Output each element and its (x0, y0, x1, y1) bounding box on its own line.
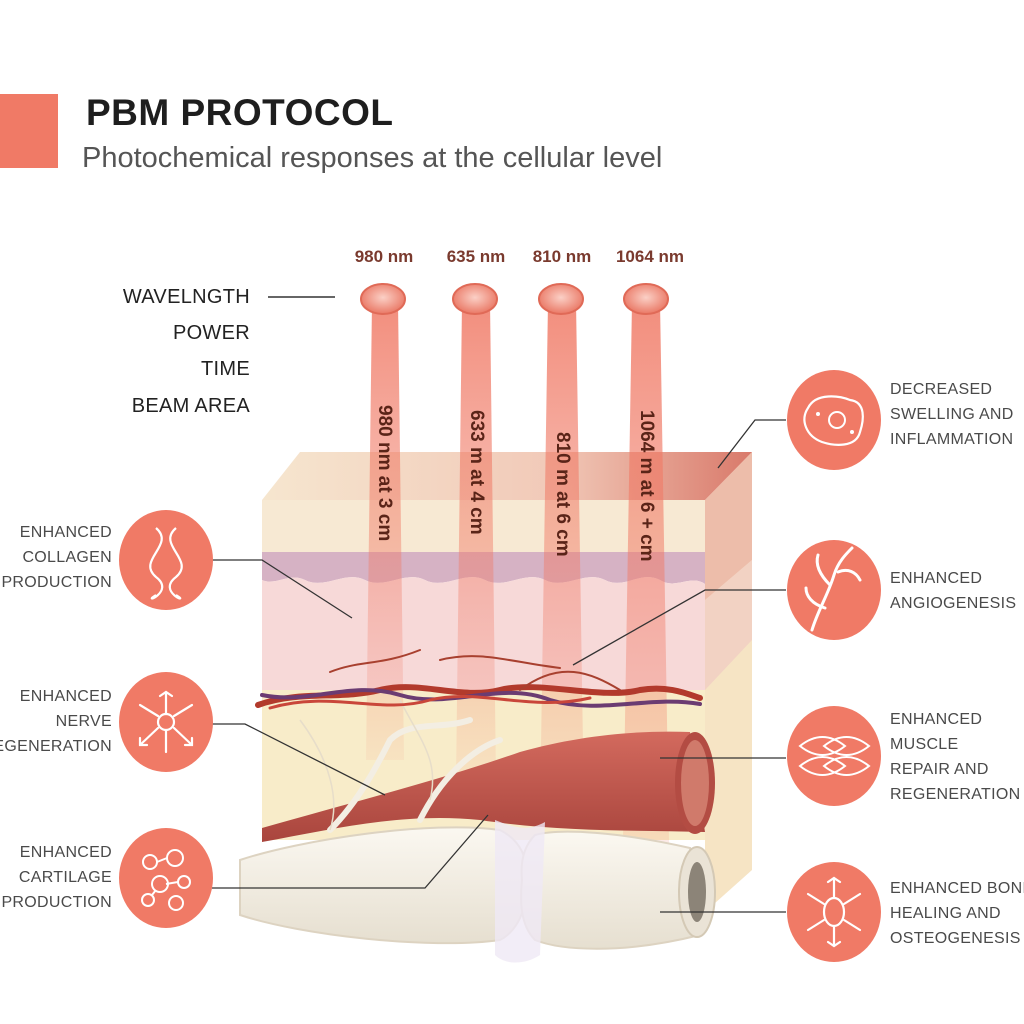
wavelength-label: 635 nm (446, 247, 506, 266)
emitter-635 (452, 283, 498, 315)
muscle-icon (787, 706, 881, 806)
penetration-depth-label: 810 m at 6 cm (552, 432, 573, 557)
beam-980 (366, 302, 404, 760)
effect-angiogenesis-label: ENHANCED ANGIOGENESIS (890, 570, 1017, 612)
beam-810 (540, 302, 584, 810)
inflammation-icon (787, 370, 881, 470)
bone-icon (787, 862, 881, 962)
wavelength-label: 810 nm (532, 247, 592, 266)
page-subtitle: Photochemical responses at the cellular … (82, 142, 663, 174)
emitter-1064 (623, 283, 669, 315)
leader-lines (212, 419, 786, 913)
penetration-depth-label: 633 m at 4 cm (466, 410, 487, 535)
nerve-fibers (327, 717, 503, 833)
collagen-icon (119, 510, 213, 610)
parameter-label: WAVELNGTH (122, 286, 250, 308)
parameter-label: POWER (172, 322, 250, 344)
effect-cartilage-label: ENHANCED CARTILAGE PRODUCTION (1, 844, 112, 911)
cartilage-icon (119, 828, 213, 928)
penetration-depth-label: 980 nm at 3 cm (374, 405, 395, 542)
bone-joint (239, 820, 716, 963)
emitters (360, 283, 669, 315)
effect-bone-label: ENHANCED BONE HEALING AND OSTEOGENESIS (890, 880, 1024, 947)
parameter-label: BEAM AREA (131, 395, 250, 417)
effect-muscle-label: ENHANCED MUSCLE REPAIR AND REGENERATION (890, 711, 1021, 803)
parameter-label: TIME (201, 358, 250, 380)
effect-nerve-label: ENHANCED NERVE REGENERATION (0, 688, 112, 755)
emitter-980 (360, 283, 406, 315)
brand-square (0, 94, 58, 168)
penetration-depth-label: 1064 m at 6 + cm (636, 410, 657, 562)
page-title: PBM PROTOCOL (86, 92, 394, 133)
effect-inflammation-label: DECREASED SWELLING AND INFLAMMATION (890, 381, 1014, 448)
wavelength-label: 1064 nm (615, 247, 685, 266)
wavelength-label: 980 nm (354, 247, 414, 266)
angiogenesis-icon (787, 540, 881, 640)
effect-collagen-label: ENHANCED COLLAGEN PRODUCTION (1, 524, 112, 591)
nerve-icon (119, 672, 213, 772)
emitter-810 (538, 283, 584, 315)
blood-vessels (255, 649, 703, 710)
beam-635 (456, 302, 496, 780)
